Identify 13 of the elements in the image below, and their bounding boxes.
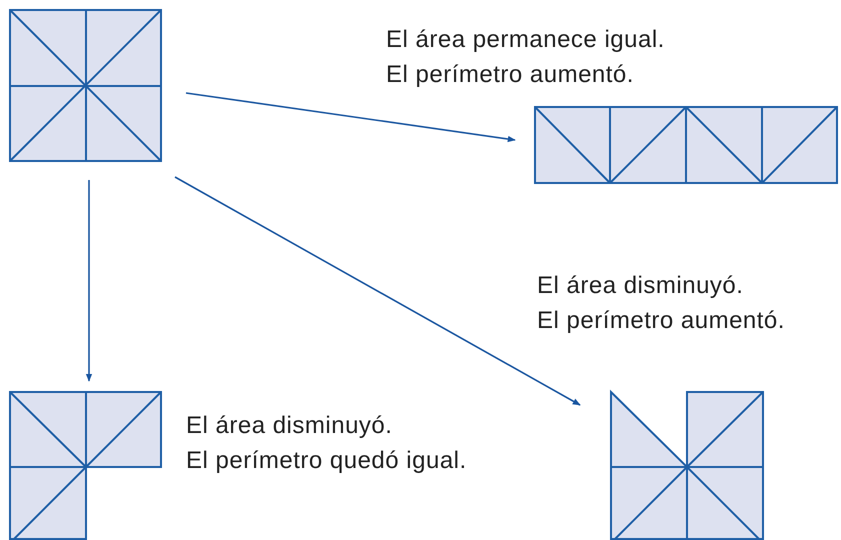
caption-text: El perímetro aumentó. — [537, 307, 785, 335]
caption-text: El área permanece igual. — [386, 26, 665, 54]
notched-square-drawing — [610, 391, 765, 540]
caption-text: El área disminuyó. — [186, 412, 392, 440]
caption-text: El área disminuyó. — [537, 272, 744, 300]
l-shape-drawing — [9, 391, 163, 540]
caption-text: El perímetro aumentó. — [386, 61, 634, 89]
arrow — [174, 176, 581, 406]
arrow — [186, 92, 516, 142]
arrow — [86, 180, 92, 382]
caption-text: El perímetro quedó igual. — [186, 447, 467, 475]
rectangle-drawing — [534, 106, 839, 185]
square-drawing — [9, 9, 163, 163]
